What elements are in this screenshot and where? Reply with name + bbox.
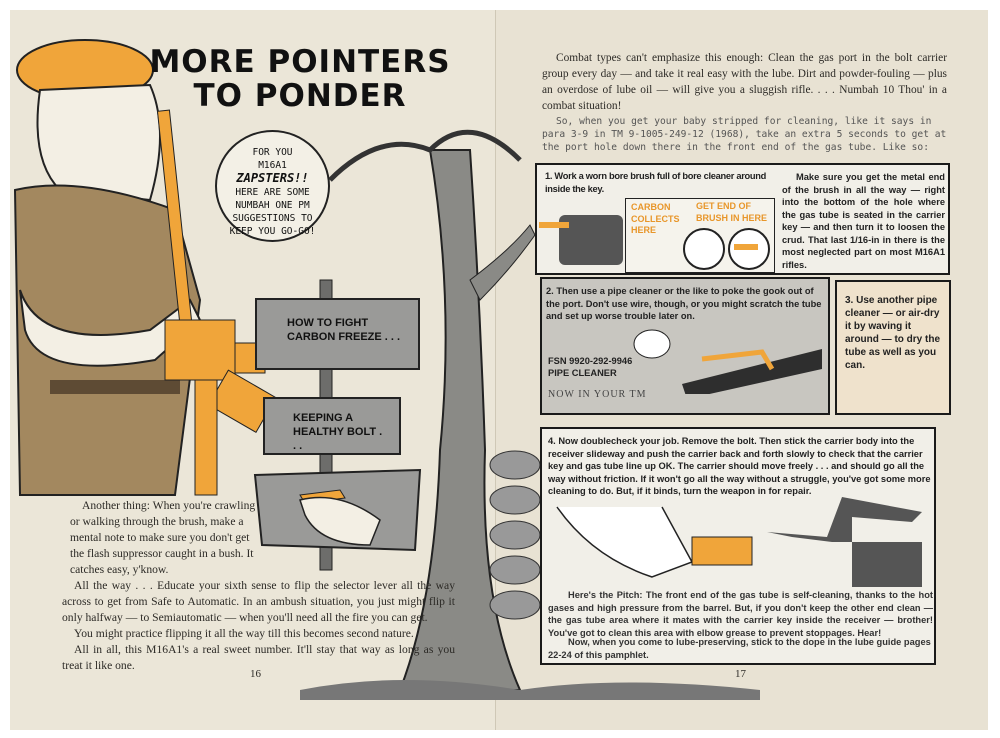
step-1-side-text: Make sure you get the metal end of the b…: [782, 172, 945, 270]
paragraph: You might practice flipping it all the w…: [74, 627, 414, 640]
speech-bubble: FOR YOU M16A1 ZAPSTERS!! HERE ARE SOME N…: [215, 130, 330, 242]
fsn-item: PIPE CLEANER: [548, 368, 617, 378]
bubble-line: FOR YOU: [252, 147, 293, 158]
sign-healthy-bolt: KEEPING A HEALTHY BOLT . . .: [263, 397, 401, 455]
detail-circles-icon: [683, 228, 770, 270]
paragraph: All in all, this M16A1's a real sweet nu…: [62, 643, 455, 672]
carrier-key-icon: [539, 215, 623, 265]
title-line-2: TO PONDER: [193, 78, 407, 114]
step-3-panel: 3. Use another pipe cleaner — or air-dry…: [835, 280, 951, 415]
pipe-cleaner-icon: [633, 329, 822, 394]
now-in-tm: NOW IN YOUR TM: [548, 389, 647, 400]
page-number: 16: [250, 668, 261, 680]
label-brush: GET END OF BRUSH IN HERE: [696, 201, 768, 223]
step-3-text: 3. Use another pipe cleaner — or air-dry…: [845, 295, 940, 371]
paragraph: Another thing: When you're crawling or w…: [70, 499, 256, 576]
woman-illustration: [13, 39, 202, 496]
ground: [300, 680, 760, 700]
step-4-panel: 4. Now doublecheck your job. Remove the …: [540, 427, 936, 665]
pitch-text: The front end of the gas tube is self-cl…: [548, 590, 933, 638]
detail-inset: CARBON COLLECTS HERE GET END OF BRUSH IN…: [625, 198, 775, 273]
step-4-text: 4. Now doublecheck your job. Remove the …: [548, 436, 931, 496]
title-line-1: MORE POINTERS: [149, 44, 451, 80]
bubble-line: HERE ARE SOME NUMBAH ONE PM SUGGESTIONS …: [229, 187, 316, 237]
bolt-carrier-receiver-icon: [556, 497, 922, 587]
intro-paragraph-2: So, when you get your baby stripped for …: [542, 116, 947, 153]
tree-illustration: [300, 129, 760, 700]
paragraph: All the way . . . Educate your sixth sen…: [62, 579, 455, 624]
page-number: 17: [735, 668, 746, 680]
bubble-line: ZAPSTERS!!: [236, 171, 309, 185]
bubble-line: M16A1: [258, 160, 287, 171]
intro-paragraph: Combat types can't emphasize this enough…: [542, 52, 947, 112]
sandbags: [489, 450, 541, 620]
step-1-text: 1. Work a worn bore brush full of bore c…: [545, 171, 767, 194]
step-2-text: 2. Then use a pipe cleaner or the like t…: [546, 286, 822, 321]
lube-text: Now, when you come to lube-preserving, s…: [548, 637, 931, 660]
rifle-illustration: [156, 109, 277, 496]
step-2-panel: 2. Then use a pipe cleaner or the like t…: [540, 277, 830, 415]
step-1-panel: CARBON COLLECTS HERE GET END OF BRUSH IN…: [535, 163, 950, 275]
fsn-number: FSN 9920-292-9946: [548, 356, 633, 366]
sign-carbon-freeze: HOW TO FIGHT CARBON FREEZE . . .: [255, 298, 420, 370]
label-carbon: CARBON COLLECTS HERE: [631, 202, 680, 235]
page-title: MORE POINTERS TO PONDER: [145, 45, 455, 113]
pitch-label: Here's the Pitch:: [568, 590, 643, 600]
